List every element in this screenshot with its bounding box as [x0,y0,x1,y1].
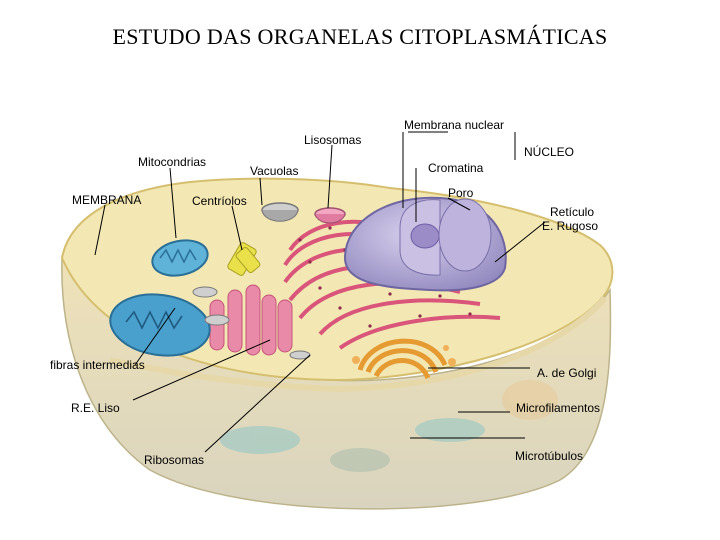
nucleus [343,196,507,292]
label-membrana: MEMBRANA [72,193,142,207]
cell-membrane [109,296,608,392]
label-centriolos: Centríolos [192,194,247,208]
page-title: ESTUDO DAS ORGANELAS CITOPLASMÁTICAS [112,24,608,49]
label-lisosomas: Lisosomas [304,133,362,147]
label-vacuolas: Vacuolas [250,164,299,178]
lower-organelles [220,380,558,472]
label-reticulo-rugoso-line2: E. Rugoso [542,219,599,233]
label-nucleo: NÚCLEO [524,145,575,159]
centrioles [227,242,261,276]
golgi-apparatus [357,338,448,380]
label-reticulo-rugoso-line1: Retículo [550,205,595,219]
label-golgi: A. de Golgi [537,366,597,380]
label-cromatina: Cromatina [428,161,484,175]
label-microtubulos: Microtúbulos [515,449,584,463]
label-poro: Poro [448,186,474,200]
vacuoles [192,202,311,360]
label-re-liso: R.E. Liso [71,401,120,415]
smooth-er [209,284,293,356]
lysosome [314,207,346,224]
label-fibras-intermedias: fibras intermedias [50,358,145,372]
label-membrana-nuclear: Membrana nuclear [404,118,505,132]
mitochondria [109,239,211,357]
label-microfilamentos: Microfilamentos [516,401,601,415]
label-ribosomas: Ribosomas [144,453,205,467]
leader-lines [94,131,546,453]
label-mitocondrias: Mitocondrias [138,155,207,169]
